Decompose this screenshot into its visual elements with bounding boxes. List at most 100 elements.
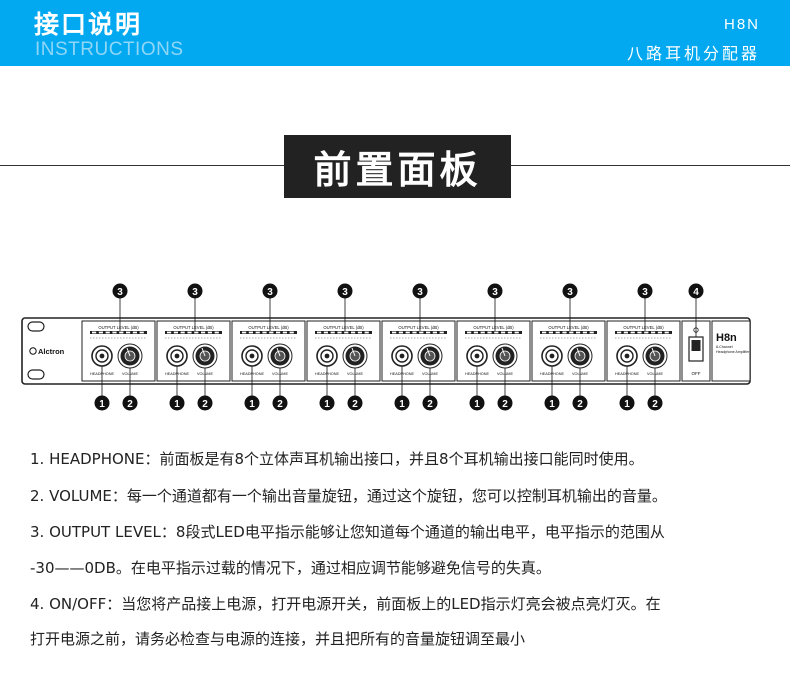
led-meter [90, 331, 147, 334]
callout-number: 2 [277, 399, 283, 410]
callout-badge [469, 395, 485, 411]
header-product-name: 八路耳机分配器 [626, 44, 760, 63]
led-segment [548, 331, 553, 334]
led-segment [180, 331, 185, 334]
model-module [711, 320, 751, 382]
model-desc: 8-Channel [716, 345, 733, 349]
meter-label: OUTPUT LEVEL (dB) [98, 325, 139, 330]
led-segment [262, 331, 267, 334]
callout-badge [197, 395, 213, 411]
led-segment [623, 331, 628, 334]
headphone-jack-hole [174, 353, 180, 359]
callout-number: 1 [99, 399, 105, 410]
callout-badge [394, 395, 410, 411]
led-segment [507, 331, 512, 334]
callout-number: 2 [577, 399, 583, 410]
led-segment [357, 331, 362, 334]
callout-badge [412, 283, 428, 299]
callout-badge [487, 283, 503, 299]
callout-number: 3 [567, 287, 573, 298]
callout-badge [637, 283, 653, 299]
led-meter [165, 331, 222, 334]
headphone-jack-hole [249, 353, 255, 359]
callout-number: 1 [474, 399, 480, 410]
section-divider-right [511, 165, 790, 166]
led-segment [255, 331, 260, 334]
led-segment [432, 331, 437, 334]
led-meter [315, 331, 372, 334]
led-segment [426, 331, 431, 334]
led-segment [630, 331, 635, 334]
led-segment [473, 331, 478, 334]
led-meter [465, 331, 522, 334]
callout-number: 3 [267, 287, 273, 298]
led-segment [282, 331, 287, 334]
volume-knob-pointer [501, 347, 506, 357]
section-title: 前置面板 [284, 135, 511, 198]
headphone-jack-hole [324, 353, 330, 359]
callout-badge [244, 395, 260, 411]
led-segment [405, 331, 410, 334]
led-segment [617, 331, 622, 334]
header-banner: 接口说明 INSTRUCTIONS H8N 八路耳机分配器 [0, 0, 790, 66]
callout-badge [187, 283, 203, 299]
led-segment [412, 331, 417, 334]
meter-label: OUTPUT LEVEL (dB) [623, 325, 664, 330]
callout-number: 2 [427, 399, 433, 410]
led-segment [337, 331, 342, 334]
callout-number: 2 [502, 399, 508, 410]
led-segment [562, 331, 567, 334]
callout-number: 3 [192, 287, 198, 298]
callout-number: 1 [399, 399, 405, 410]
led-segment [119, 331, 124, 334]
led-segment [351, 331, 356, 334]
description-power-cont: 打开电源之前，请务必检查与电源的连接，并且把所有的音量旋钮调至最小 [30, 630, 526, 648]
led-segment [555, 331, 560, 334]
power-switch-label: OFF [692, 371, 701, 376]
volume-knob-pointer [426, 347, 431, 357]
callout-badge [319, 395, 335, 411]
led-segment [323, 331, 328, 334]
callout-badge [94, 395, 110, 411]
callout-badge [497, 395, 513, 411]
callout-number: 1 [624, 399, 630, 410]
callout-badge [544, 395, 560, 411]
led-segment [330, 331, 335, 334]
led-segment [207, 331, 212, 334]
description-volume: 2. VOLUME：每一个通道都有一个输出音量旋钮，通过这个旋钮，您可以控制耳机… [30, 487, 667, 505]
led-segment [112, 331, 117, 334]
callout-number: 1 [174, 399, 180, 410]
led-segment [214, 331, 219, 334]
led-segment [248, 331, 253, 334]
led-segment [364, 331, 369, 334]
led-segment [542, 331, 547, 334]
led-segment [392, 331, 397, 334]
brand-logo-icon [29, 347, 37, 355]
callout-badge [122, 395, 138, 411]
led-segment [657, 331, 662, 334]
description-output-level-cont: -30——0DB。在电平指示过载的情况下，通过相应调节能够避免信号的失真。 [30, 559, 551, 577]
volume-knob-pointer [351, 347, 356, 357]
rack-hole [27, 369, 45, 380]
callout-number: 1 [324, 399, 330, 410]
callout-number: 4 [693, 287, 699, 298]
meter-label: OUTPUT LEVEL (dB) [173, 325, 214, 330]
callout-badge [337, 283, 353, 299]
callout-badge [572, 395, 588, 411]
led-segment [514, 331, 519, 334]
callout-number: 2 [127, 399, 133, 410]
power-switch-rocker [691, 340, 701, 351]
led-segment [242, 331, 247, 334]
led-segment [173, 331, 178, 334]
meter-label: OUTPUT LEVEL (dB) [473, 325, 514, 330]
callout-badge [619, 395, 635, 411]
volume-knob-pointer [201, 347, 206, 357]
meter-label: OUTPUT LEVEL (dB) [398, 325, 439, 330]
led-segment [139, 331, 144, 334]
led-meter [240, 331, 297, 334]
led-segment [569, 331, 574, 334]
led-segment [644, 331, 649, 334]
description-output-level: 3. OUTPUT LEVEL：8段式LED电平指示能够让您知道每个通道的输出电… [30, 523, 665, 541]
volume-knob-pointer [651, 347, 656, 357]
